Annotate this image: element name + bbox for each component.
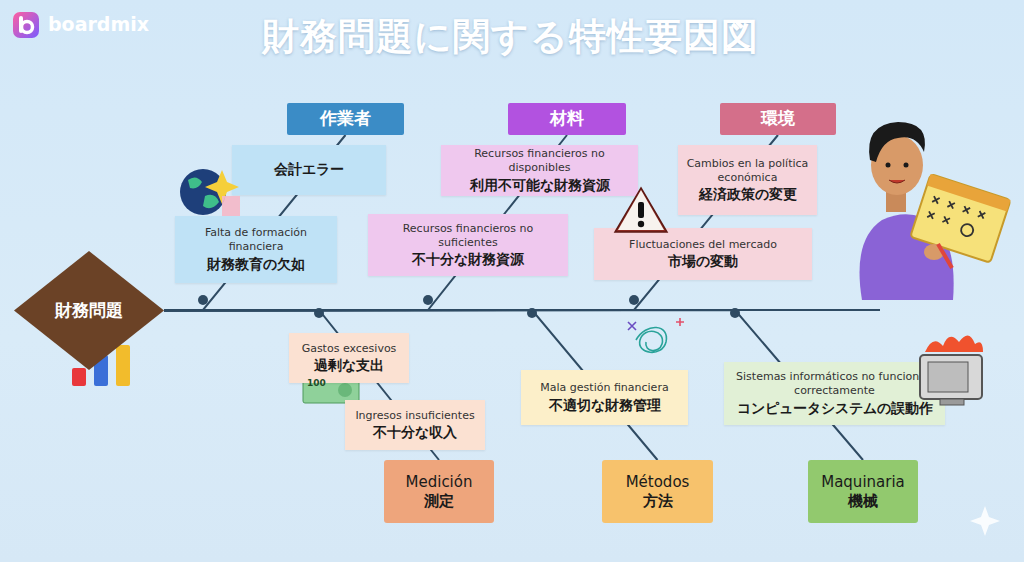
problem-diamond: 財務問題 (14, 251, 164, 370)
problem-title: 財務問題 (55, 300, 123, 321)
category-title-ja: 機械 (848, 492, 878, 511)
cause-text-es: Gastos excesivos (302, 342, 397, 356)
cause-text-ja: コンピュータシステムの誤動作 (737, 400, 933, 417)
category-box: Métodos方法 (602, 460, 713, 523)
banknote-seal (338, 383, 352, 397)
computer-icon (920, 335, 983, 405)
warning-dot (638, 221, 644, 227)
category-header: 環境 (720, 103, 836, 135)
cause-text-ja: 不適切な財務管理 (549, 397, 661, 414)
joint-dot (198, 295, 208, 305)
warning-bar (638, 202, 644, 218)
calendar-top (927, 174, 1011, 211)
logo-tile (13, 12, 39, 38)
category-title-es: Maquinaria (821, 473, 905, 492)
calendar-sheet (910, 174, 1010, 263)
eye (904, 163, 909, 168)
scribble-mark (676, 318, 684, 326)
banknote-value: 100 (307, 378, 326, 388)
scribble (636, 327, 666, 352)
category-title-ja: 方法 (643, 492, 673, 511)
logo-mark (13, 12, 39, 38)
flame (925, 335, 983, 352)
cause-text-ja: 財務教育の欠如 (207, 256, 305, 273)
cause-text-es: Recursos financieros no disponibles (447, 147, 632, 175)
brand-watermark: boardmix (48, 13, 149, 35)
screen (928, 362, 968, 392)
calendar-circle (960, 223, 975, 238)
cause-text-es: Falta de formación financiera (181, 226, 331, 254)
cause-text-es: Mala gestión financiera (540, 381, 668, 395)
note-card (222, 196, 240, 216)
category-title: 材料 (550, 108, 584, 129)
globe-land (188, 177, 219, 208)
calendar-marks (927, 196, 985, 234)
cause-text-ja: 市場の変動 (668, 253, 738, 270)
mouth (889, 180, 905, 183)
sparkle (205, 170, 239, 204)
category-title: 作業者 (320, 108, 371, 129)
cause-box: Cambios en la política económica経済政策の変更 (678, 145, 817, 215)
scribble-icon (628, 318, 684, 352)
hand (924, 244, 944, 260)
shirt (860, 214, 954, 300)
category-title-es: Métodos (626, 473, 690, 492)
category-header: 作業者 (287, 103, 404, 135)
cause-box: 会計エラー (232, 145, 386, 195)
scribble-mark (628, 322, 636, 330)
category-title-es: Medición (406, 473, 473, 492)
cause-box: Ingresos insuficientes不十分な収入 (345, 400, 485, 450)
cause-box: Recursos financieros no disponibles 利用不可能… (441, 145, 638, 196)
neck (886, 186, 906, 212)
cause-box: Sistemas informáticos no funcionan corre… (724, 362, 945, 425)
bar (72, 368, 86, 386)
cause-box: Fluctuaciones del mercado市場の変動 (594, 228, 812, 280)
cause-text-ja: 利用不可能な財務資源 (470, 177, 610, 194)
bar (116, 345, 130, 386)
cause-text-es: Ingresos insuficientes (355, 409, 474, 423)
cause-box: Recursos financieros no suficientes不十分な財… (368, 214, 568, 276)
logo-bowl (22, 22, 33, 33)
cause-text-ja: 経済政策の変更 (699, 186, 797, 203)
cause-text-ja: 過剰な支出 (314, 357, 384, 374)
eye (886, 163, 891, 168)
cause-box: Falta de formación financiera 財務教育の欠如 (175, 216, 337, 283)
pen (938, 244, 952, 268)
joint-dot (423, 295, 433, 305)
person-illustration (860, 122, 1011, 300)
cause-text-es: Cambios en la política económica (684, 157, 811, 185)
hair (869, 122, 925, 162)
cause-text-es: Recursos financieros no suficientes (374, 222, 562, 250)
warning-triangle (615, 188, 667, 232)
category-title: 環境 (761, 108, 795, 129)
globe-icon (180, 169, 240, 216)
joint-dot (629, 295, 639, 305)
cause-box: Gastos excesivos過剰な支出 (289, 333, 409, 383)
category-header: 材料 (508, 103, 626, 135)
cause-text: 会計エラー (274, 161, 344, 179)
cause-box: Mala gestión financiera 不適切な財務管理 (521, 370, 688, 425)
cause-text-es: Sistemas informáticos no funcionan corre… (730, 370, 939, 398)
category-box: Maquinaria機械 (808, 460, 918, 523)
warning-icon (615, 188, 667, 232)
monitor-base (940, 399, 964, 405)
category-box: Medición測定 (384, 460, 494, 523)
sparkle (970, 506, 1000, 536)
face (871, 135, 923, 195)
diagram-title: 財務問題に関する特性要因図 (150, 12, 870, 62)
calendar (910, 174, 1010, 263)
monitor (920, 355, 982, 399)
globe (180, 169, 226, 215)
cause-text-ja: 不十分な財務資源 (412, 251, 524, 268)
cause-text-es: Fluctuaciones del mercado (629, 238, 777, 252)
warning-inner (618, 190, 664, 230)
category-title-ja: 測定 (424, 492, 454, 511)
joint-dots (198, 295, 740, 318)
diamond-shape (14, 251, 164, 370)
cause-text-ja: 不十分な収入 (373, 424, 457, 441)
